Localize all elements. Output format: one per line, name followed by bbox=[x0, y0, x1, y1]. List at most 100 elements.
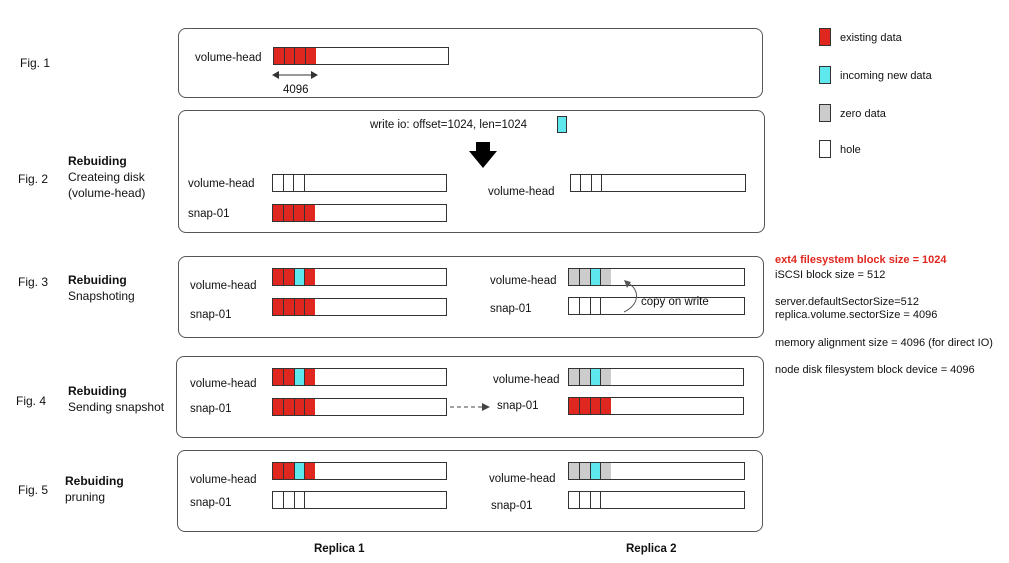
volume-head-label: volume-head bbox=[488, 186, 555, 198]
block bbox=[272, 298, 283, 316]
memory-alignment-note: memory alignment size = 4096 (for direct… bbox=[775, 337, 993, 349]
replica-1-label: Replica 1 bbox=[314, 543, 365, 555]
fig-2-label: Fig. 2 bbox=[18, 172, 49, 186]
replica-sector-size-note: replica.volume.sectorSize = 4096 bbox=[775, 309, 938, 321]
block bbox=[579, 268, 590, 286]
bar-remainder bbox=[315, 368, 447, 386]
volume-head-label: volume-head bbox=[190, 378, 257, 390]
legend-label-hole: hole bbox=[840, 144, 861, 156]
block bbox=[273, 47, 284, 65]
server-sector-size-note: server.defaultSectorSize=512 bbox=[775, 296, 920, 308]
stage-5-subtitle: pruning bbox=[65, 490, 106, 504]
volume-head-label: volume-head bbox=[490, 275, 557, 287]
block bbox=[293, 204, 304, 222]
block bbox=[304, 268, 315, 286]
fig3-r2-volume-head-bar bbox=[568, 268, 745, 286]
block bbox=[294, 268, 304, 286]
fig-3-label: Fig. 3 bbox=[18, 275, 49, 289]
bar-remainder bbox=[315, 462, 447, 480]
block bbox=[590, 462, 600, 480]
legend-label-incoming: incoming new data bbox=[840, 70, 932, 82]
snap-label: snap-01 bbox=[190, 403, 232, 415]
iscsi-block-size-note: iSCSI block size = 512 bbox=[775, 269, 886, 281]
fig5-r2-volume-head-bar bbox=[568, 462, 745, 480]
stage-2-subtitle-2: (volume-head) bbox=[68, 186, 146, 200]
block bbox=[304, 491, 315, 509]
write-io-label: write io: offset=1024, len=1024 bbox=[370, 119, 528, 131]
block bbox=[284, 47, 294, 65]
legend-swatch-existing bbox=[819, 28, 831, 46]
legend-swatch-incoming bbox=[819, 66, 831, 84]
legend-label-existing: existing data bbox=[840, 32, 902, 44]
fig2-r1-snap-bar bbox=[272, 204, 447, 222]
block bbox=[272, 398, 283, 416]
fig3-r1-snap-bar bbox=[272, 298, 447, 316]
stage-5-title: Rebuiding bbox=[65, 474, 124, 488]
stage-3-subtitle: Snapshoting bbox=[68, 289, 135, 303]
block bbox=[294, 398, 304, 416]
fig5-r1-snap-bar bbox=[272, 491, 447, 509]
block bbox=[580, 174, 591, 192]
block bbox=[568, 462, 579, 480]
fig-1-label: Fig. 1 bbox=[20, 56, 51, 70]
volume-head-label: volume-head bbox=[190, 474, 257, 486]
legend-label-zero: zero data bbox=[840, 108, 886, 120]
block bbox=[568, 491, 579, 509]
block bbox=[600, 462, 611, 480]
block bbox=[579, 297, 590, 315]
legend-swatch-hole bbox=[819, 140, 831, 158]
block bbox=[600, 297, 611, 315]
block bbox=[294, 462, 304, 480]
block bbox=[568, 268, 579, 286]
block bbox=[294, 47, 305, 65]
copy-on-write-label: copy on write bbox=[641, 296, 709, 308]
bar-remainder bbox=[611, 491, 745, 509]
block bbox=[600, 268, 611, 286]
fig4-r1-volume-head-bar bbox=[272, 368, 447, 386]
block bbox=[283, 368, 294, 386]
block bbox=[579, 491, 590, 509]
block bbox=[272, 491, 283, 509]
block bbox=[283, 204, 293, 222]
down-arrow-icon bbox=[469, 142, 497, 168]
block bbox=[272, 268, 283, 286]
block bbox=[304, 368, 315, 386]
bar-remainder bbox=[315, 298, 447, 316]
block bbox=[283, 268, 294, 286]
stage-3-title: Rebuiding bbox=[68, 273, 127, 287]
block bbox=[590, 268, 600, 286]
fig3-r2-snap-bar bbox=[568, 297, 745, 315]
ext4-block-size-note: ext4 filesystem block size = 1024 bbox=[775, 254, 947, 266]
bar-remainder bbox=[611, 268, 745, 286]
fig3-r1-volume-head-bar bbox=[272, 268, 447, 286]
stage-2-title: Rebuiding bbox=[68, 154, 127, 168]
fig-1-panel bbox=[178, 28, 763, 98]
fig5-r1-volume-head-bar bbox=[272, 462, 447, 480]
block bbox=[283, 491, 294, 509]
block bbox=[272, 204, 283, 222]
block bbox=[283, 398, 294, 416]
bar-remainder bbox=[611, 397, 744, 415]
block bbox=[590, 368, 600, 386]
block bbox=[305, 47, 316, 65]
block bbox=[591, 174, 601, 192]
block bbox=[600, 491, 611, 509]
block bbox=[294, 491, 304, 509]
fig1-volume-head-bar bbox=[273, 47, 449, 65]
fig5-r2-snap-bar bbox=[568, 491, 745, 509]
send-arrow-icon bbox=[450, 403, 490, 411]
block bbox=[590, 297, 600, 315]
replica-2-label: Replica 2 bbox=[626, 543, 677, 555]
fig4-r2-snap-bar bbox=[568, 397, 744, 415]
fig-5-label: Fig. 5 bbox=[18, 483, 49, 497]
size-arrow-icon bbox=[272, 71, 318, 79]
bar-remainder bbox=[611, 297, 745, 315]
block bbox=[600, 397, 611, 415]
block bbox=[590, 491, 600, 509]
block bbox=[568, 397, 579, 415]
stage-4-title: Rebuiding bbox=[68, 384, 127, 398]
bar-remainder bbox=[611, 462, 745, 480]
copy-on-write-arrow-icon bbox=[623, 280, 637, 313]
bar-remainder bbox=[611, 368, 744, 386]
stage-4-subtitle: Sending snapshot bbox=[68, 400, 165, 414]
